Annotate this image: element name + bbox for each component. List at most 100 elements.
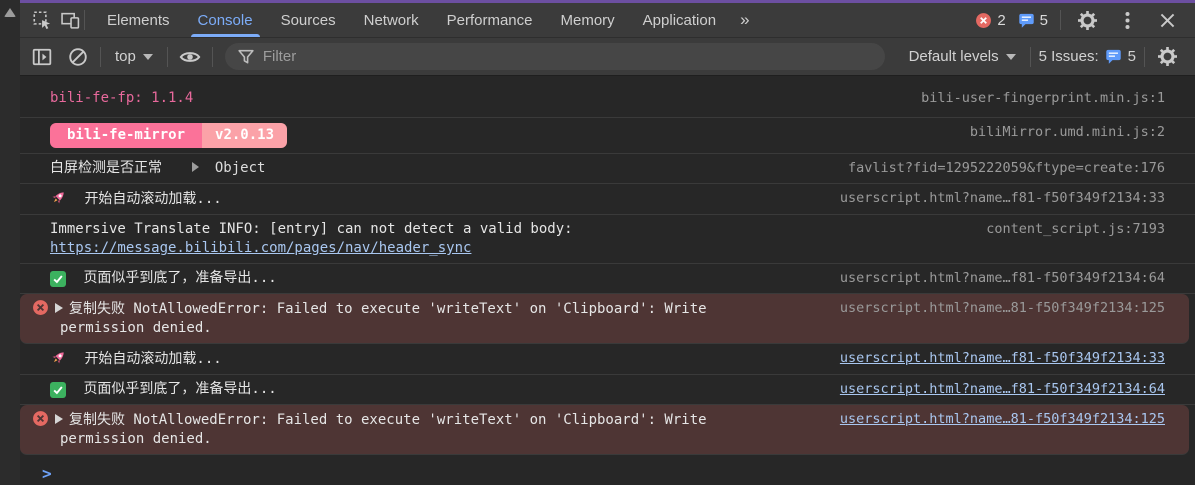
- console-settings-gear-icon[interactable]: [1153, 43, 1181, 71]
- log-content: 白屏检测是否正常 Object: [20, 159, 836, 178]
- log-text: bili-fe-fp: 1.1.4: [50, 90, 194, 106]
- expand-triangle-icon[interactable]: [192, 162, 200, 172]
- expand-triangle-icon[interactable]: [55, 414, 63, 424]
- error-text-line2: permission denied.: [60, 320, 212, 336]
- console-toolbar: top Default levels 5 Issues:: [20, 38, 1195, 76]
- log-text: 开始自动滚动加载...: [84, 191, 222, 207]
- log-content: 开始自动滚动加载...: [20, 349, 828, 369]
- tab-memory[interactable]: Memory: [560, 11, 615, 29]
- rocket-icon: [50, 349, 67, 366]
- issues-bubble-icon: [1018, 13, 1034, 28]
- log-text: Immersive Translate INFO: [entry] can no…: [50, 221, 573, 237]
- toolbar-divider: [211, 46, 213, 67]
- log-text: 白屏检测是否正常: [50, 160, 162, 176]
- log-row: bili-fe-fp: 1.1.4 bili-user-fingerprint.…: [20, 76, 1195, 118]
- toolbar-divider: [84, 10, 85, 30]
- settings-gear-icon[interactable]: [1073, 6, 1101, 34]
- toolbar-divider: [166, 46, 168, 67]
- error-content: 复制失败 NotAllowedError: Failed to execute …: [20, 299, 828, 338]
- tab-network[interactable]: Network: [363, 11, 419, 29]
- scroll-up-arrow-icon[interactable]: [4, 8, 16, 17]
- error-count: 2: [997, 11, 1006, 29]
- tab-performance[interactable]: Performance: [446, 11, 533, 29]
- source-link[interactable]: userscript.html?name…f81-f50f349f2134:64: [839, 381, 1165, 397]
- log-text: 开始自动滚动加载...: [84, 351, 222, 367]
- check-mark-icon: [50, 382, 66, 398]
- log-row: 开始自动滚动加载... userscript.html?name…f81-f50…: [20, 344, 1195, 375]
- source-link[interactable]: content_script.js:7193: [986, 221, 1165, 237]
- error-text: 复制失败 NotAllowedError: Failed to execute …: [69, 301, 707, 317]
- log-row: 白屏检测是否正常 Object favlist?fid=1295222059&f…: [20, 154, 1195, 184]
- log-row: 页面似乎到底了，准备导出... userscript.html?name…f81…: [20, 264, 1195, 294]
- chevron-down-icon: [142, 53, 153, 60]
- issues-count: 5: [1039, 11, 1048, 29]
- issues-number: 5: [1127, 48, 1136, 65]
- tab-application[interactable]: Application: [642, 11, 717, 29]
- log-content: Immersive Translate INFO: [entry] can no…: [20, 220, 974, 258]
- tab-console[interactable]: Console: [184, 3, 267, 37]
- close-icon[interactable]: [1153, 6, 1181, 34]
- object-label[interactable]: Object: [214, 160, 266, 176]
- log-text: 页面似乎到底了，准备导出...: [83, 381, 277, 397]
- toolbar-right-cluster: 2 5: [975, 6, 1195, 34]
- bili-fe-mirror-badge: bili-fe-mirror: [50, 123, 203, 148]
- console-messages: bili-fe-fp: 1.1.4 bili-user-fingerprint.…: [20, 76, 1195, 485]
- toolbar-divider: [1060, 10, 1061, 30]
- kebab-menu-icon[interactable]: [1113, 6, 1141, 34]
- message-url-link[interactable]: https://message.bilibili.com/pages/nav/h…: [50, 240, 472, 256]
- top-purple-stripe: [20, 0, 1195, 3]
- issues-bubble-icon: [1105, 49, 1121, 64]
- rocket-icon: [50, 189, 67, 206]
- source-link[interactable]: favlist?fid=1295222059&ftype=create:176: [848, 160, 1165, 176]
- error-content: 复制失败 NotAllowedError: Failed to execute …: [20, 410, 828, 449]
- chevron-down-icon: [1005, 53, 1016, 60]
- toolbar-divider: [1029, 46, 1031, 67]
- log-content: 页面似乎到底了，准备导出...: [20, 380, 828, 399]
- source-link[interactable]: userscript.html?name…f81-f50f349f2134:33: [839, 190, 1165, 206]
- source-link[interactable]: userscript.html?name…81-f50f349f2134:125: [839, 300, 1165, 316]
- source-link[interactable]: bili-user-fingerprint.min.js:1: [921, 90, 1165, 106]
- prompt-chevron-icon: >: [42, 464, 52, 483]
- devtools-window: Elements Console Sources Network Perform…: [20, 0, 1195, 485]
- error-circle-icon: [32, 410, 49, 427]
- log-content: 开始自动滚动加载...: [20, 189, 828, 209]
- issues-count-badge[interactable]: 5: [1018, 12, 1048, 29]
- log-row: Immersive Translate INFO: [entry] can no…: [20, 215, 1195, 264]
- tab-elements[interactable]: Elements: [107, 11, 170, 29]
- devtools-main-toolbar: Elements Console Sources Network Perform…: [20, 3, 1195, 38]
- log-row: 开始自动滚动加载... userscript.html?name…f81-f50…: [20, 184, 1195, 215]
- clear-console-icon[interactable]: [64, 43, 92, 71]
- error-count-badge[interactable]: 2: [975, 11, 1006, 29]
- levels-label: Default levels: [908, 48, 999, 65]
- toolbar-divider: [100, 46, 101, 67]
- source-link[interactable]: userscript.html?name…f81-f50f349f2134:33: [839, 350, 1165, 366]
- javascript-context-selector[interactable]: top: [109, 48, 159, 65]
- more-tabs-chevron-icon[interactable]: »: [740, 10, 750, 29]
- page-scrollbar[interactable]: [0, 0, 20, 485]
- filter-input[interactable]: [262, 48, 872, 65]
- source-link[interactable]: biliMirror.umd.mini.js:2: [969, 124, 1165, 140]
- version-badge: v2.0.13: [202, 123, 288, 148]
- error-text: 复制失败 NotAllowedError: Failed to execute …: [69, 412, 707, 428]
- error-row: 复制失败 NotAllowedError: Failed to execute …: [20, 405, 1189, 455]
- issues-label: 5 Issues:: [1038, 48, 1099, 65]
- expand-triangle-icon[interactable]: [55, 303, 63, 313]
- console-sidebar-toggle-icon[interactable]: [28, 43, 56, 71]
- context-label: top: [115, 48, 136, 65]
- check-mark-icon: [50, 271, 66, 287]
- source-link[interactable]: userscript.html?name…f81-f50f349f2134:64: [839, 270, 1165, 286]
- filter-box[interactable]: [224, 43, 885, 70]
- log-text: 页面似乎到底了，准备导出...: [83, 270, 277, 286]
- device-toolbar-icon[interactable]: [56, 6, 84, 34]
- console-prompt[interactable]: >: [20, 455, 1195, 485]
- error-row: 复制失败 NotAllowedError: Failed to execute …: [20, 294, 1189, 344]
- live-expression-eye-icon[interactable]: [176, 43, 204, 71]
- log-levels-dropdown[interactable]: Default levels: [903, 48, 1022, 65]
- inspect-element-icon[interactable]: [28, 6, 56, 34]
- funnel-filter-icon: [238, 49, 254, 64]
- tab-sources[interactable]: Sources: [280, 11, 336, 29]
- issues-counter[interactable]: 5 Issues: 5: [1039, 48, 1136, 65]
- source-link[interactable]: userscript.html?name…81-f50f349f2134:125: [839, 411, 1165, 427]
